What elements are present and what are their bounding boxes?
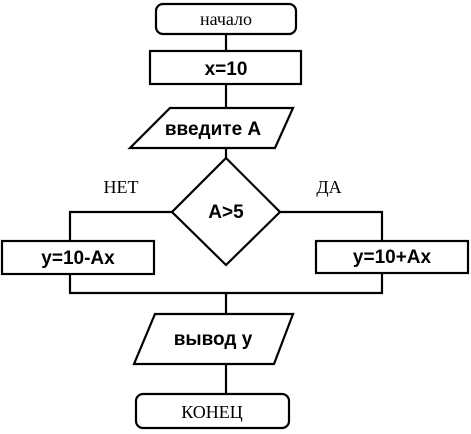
- output-label: вывод y: [174, 329, 253, 350]
- connectors: [68, 35, 384, 394]
- yes-action-label: y=10+Ax: [353, 247, 432, 268]
- assign-node: x=10: [148, 49, 303, 86]
- start-node: начало: [154, 2, 298, 36]
- branch-no-label: НЕТ: [104, 177, 139, 197]
- no-action-label: y=10-Ax: [41, 248, 115, 269]
- connector-condition-no: [68, 210, 172, 241]
- assign-label: x=10: [205, 59, 248, 80]
- yes-action-node: y=10+Ax: [314, 239, 470, 275]
- start-label: начало: [200, 9, 252, 29]
- connector-no-merge: [68, 274, 226, 295]
- condition-label: A>5: [208, 202, 244, 223]
- condition-node: A>5: [170, 156, 282, 267]
- no-action-node: y=10-Ax: [0, 239, 156, 276]
- output-node: вывод y: [132, 312, 295, 366]
- connector-yes-merge: [226, 273, 384, 295]
- input-label: введите A: [165, 119, 262, 140]
- end-node: КОНЕЦ: [134, 392, 291, 430]
- connector-condition-yes: [280, 210, 384, 241]
- input-node: введите A: [127, 106, 295, 150]
- end-label: КОНЕЦ: [181, 402, 243, 422]
- branch-yes-label: ДА: [316, 177, 341, 197]
